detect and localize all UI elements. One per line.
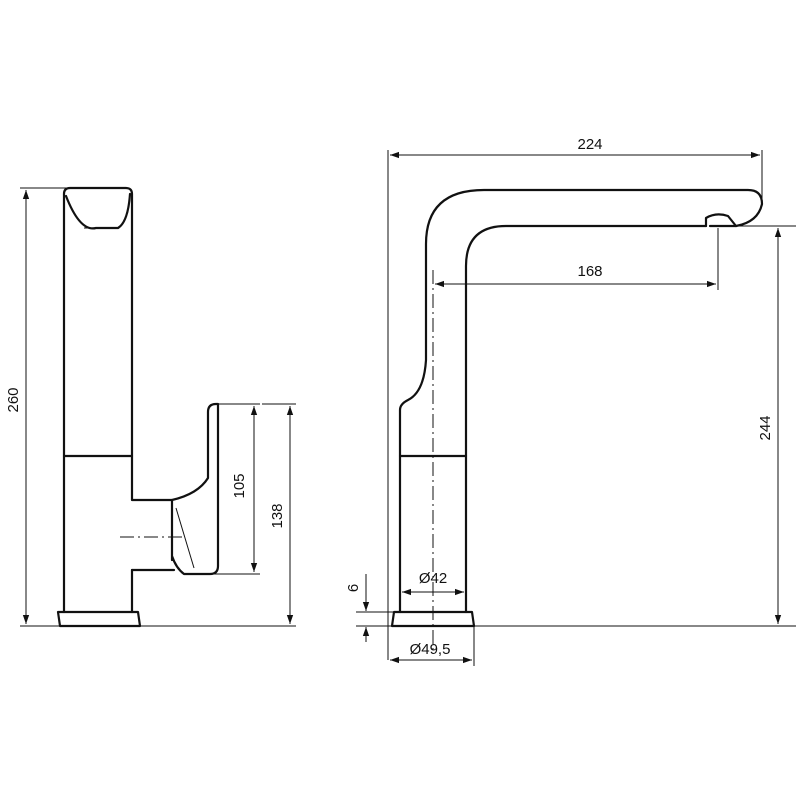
side-view-spout-tip	[64, 192, 132, 230]
front-view-spout-inner	[464, 224, 708, 614]
side-view-body-outline	[62, 186, 174, 614]
side-view-lever	[130, 402, 220, 576]
dim-224-label: 224	[577, 136, 602, 153]
side-view-lever-edge	[175, 507, 195, 569]
dim-260-label: 260	[5, 387, 22, 412]
dim-d42-label: Ø42	[419, 570, 447, 587]
front-view: 224 168 244 6 Ø42 Ø49,5	[345, 136, 796, 666]
dim-138-label: 138	[269, 503, 286, 528]
dim-6-label: 6	[345, 584, 362, 592]
side-view-base	[56, 610, 142, 628]
dim-105-label: 105	[231, 473, 248, 498]
dim-168-label: 168	[577, 263, 602, 280]
dim-244-label: 244	[757, 415, 774, 440]
front-view-aerator	[704, 213, 738, 228]
side-view: 260 105 138	[5, 186, 296, 628]
dim-d495-label: Ø49,5	[410, 641, 451, 658]
front-view-spout-outer	[398, 188, 764, 614]
